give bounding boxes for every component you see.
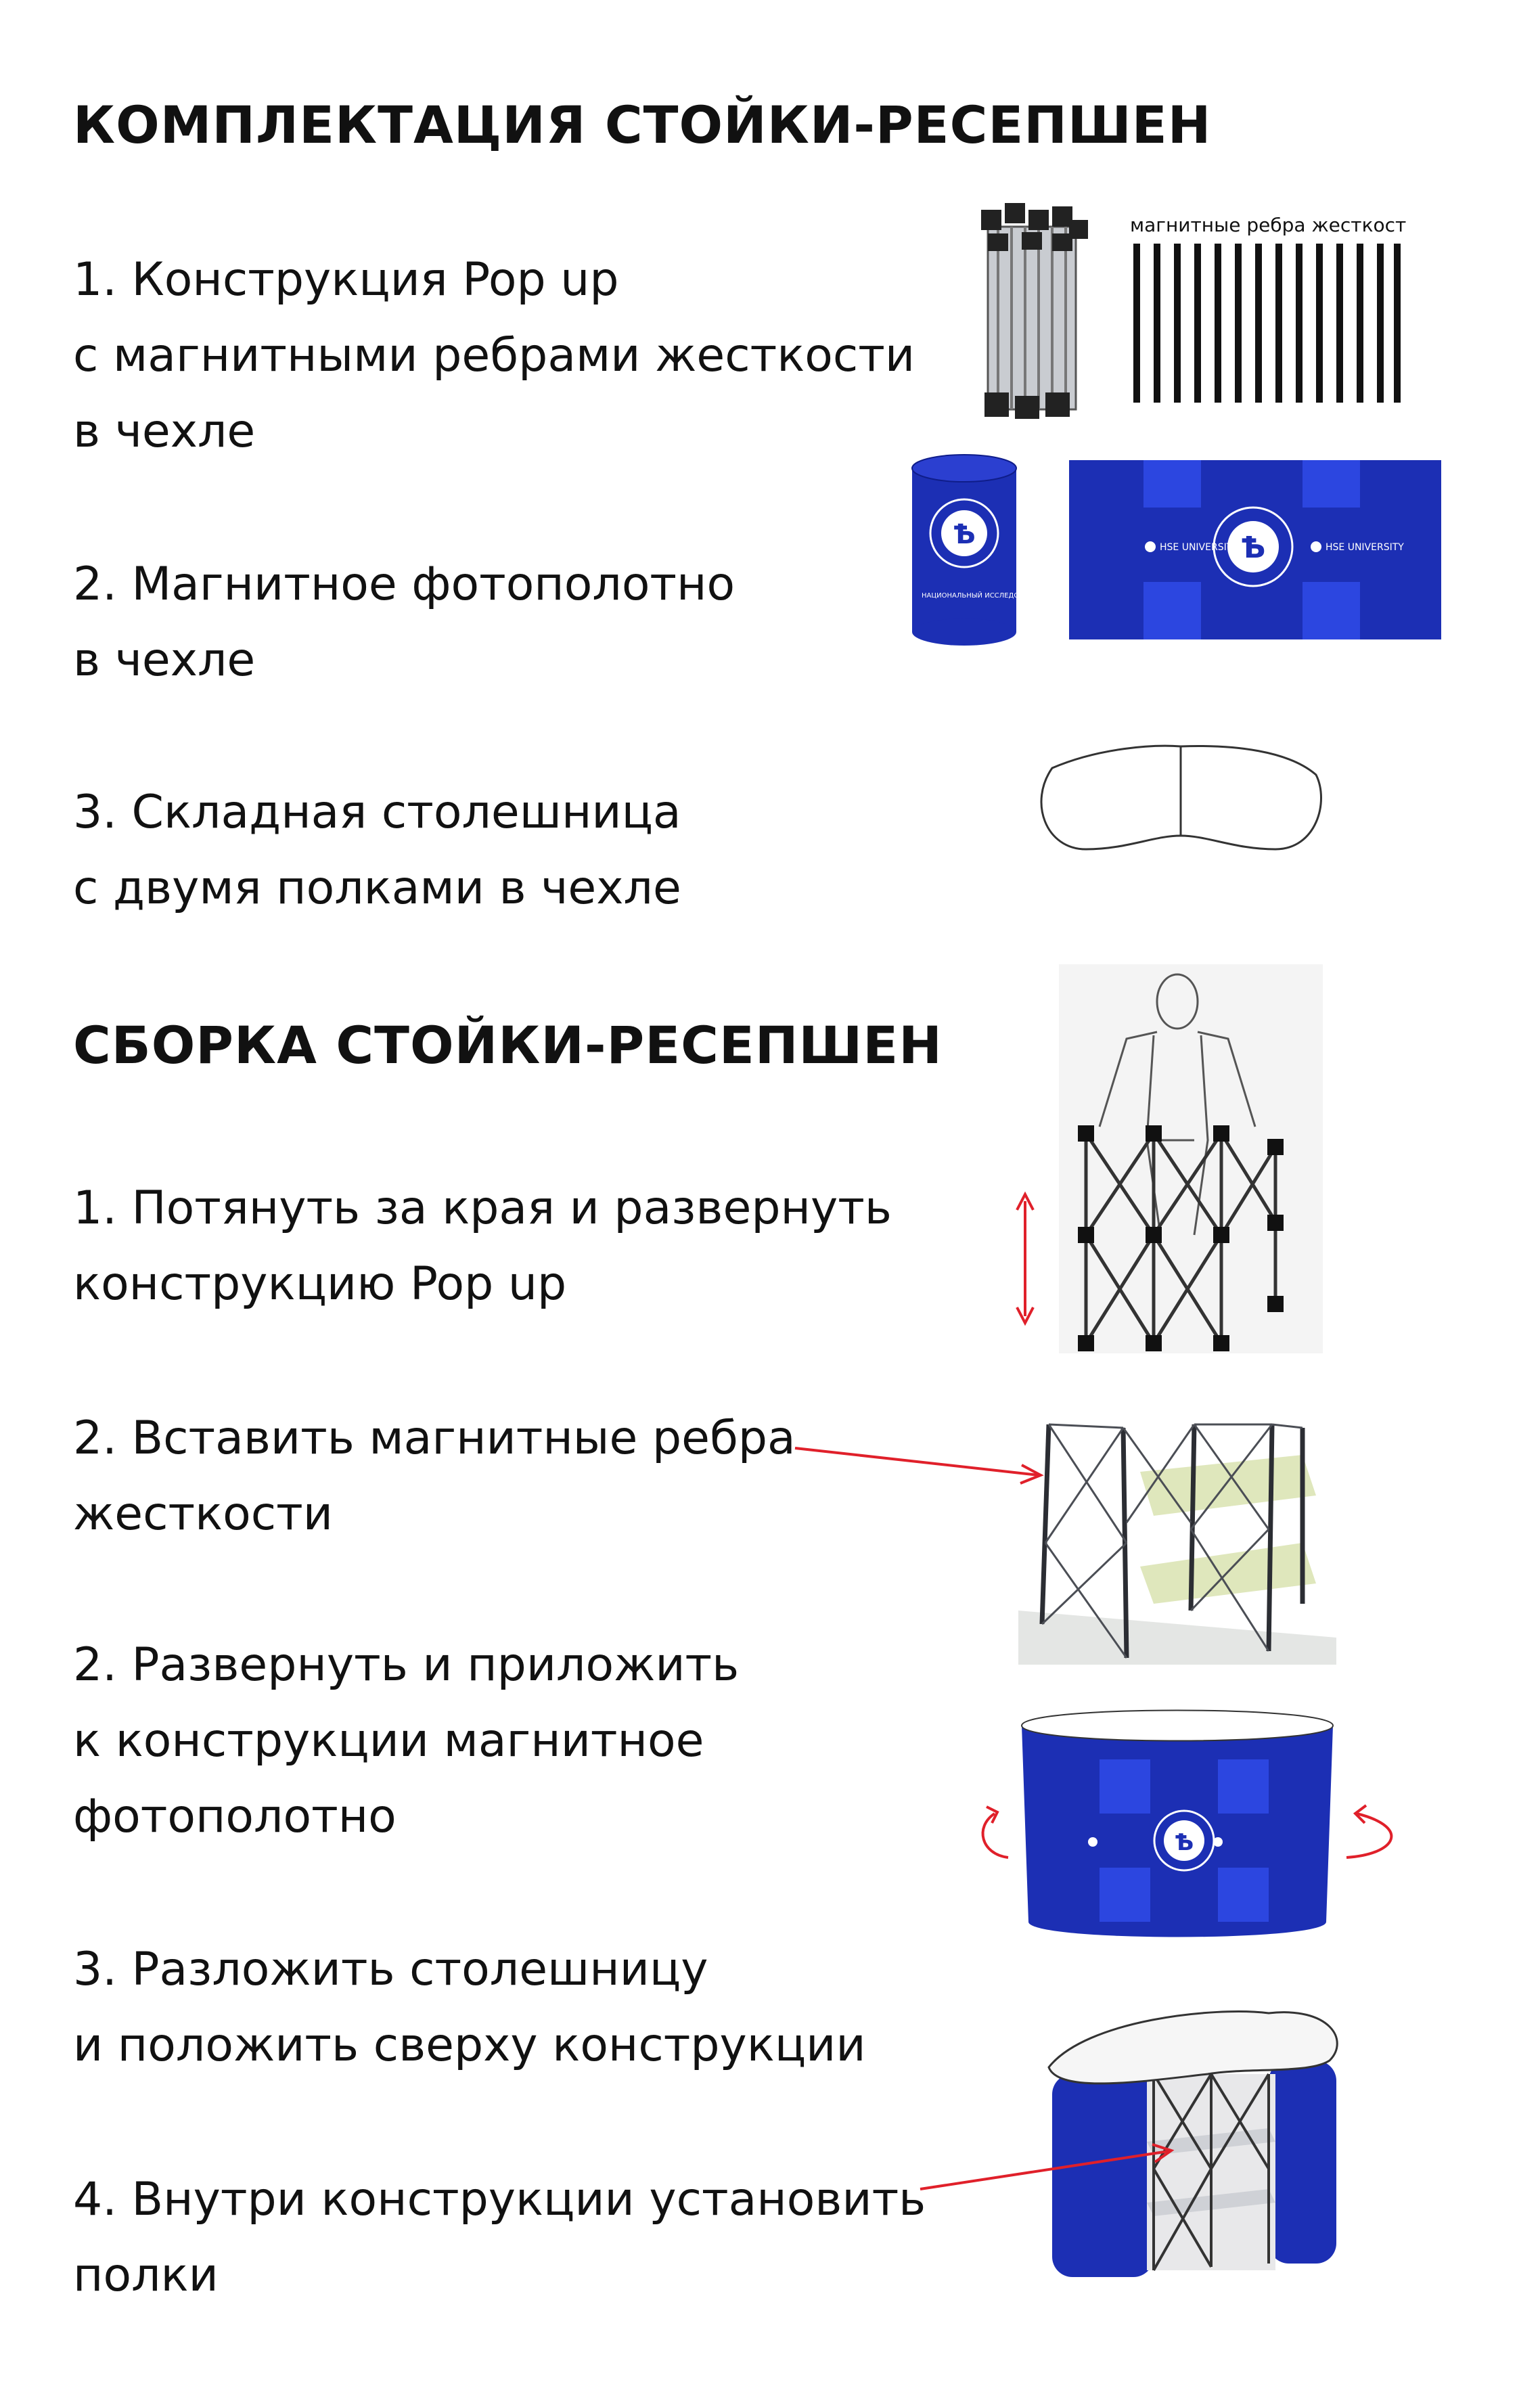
tabletop-outline-image: [1040, 744, 1322, 851]
assembly-step-2: 2. Вставить магнитные ребра жесткости: [73, 1401, 796, 1552]
install-shelves-arrow-icon: [920, 2143, 1175, 2190]
hse-seal-glyph-counter: Ѣ: [1175, 1829, 1194, 1856]
magnetic-ribs-caption: магнитные ребра жесткости: [1130, 214, 1407, 236]
unfolding-frame-image: [1059, 964, 1323, 1353]
assembly-step-3-line-3: фотополотно: [73, 1790, 397, 1843]
kit-item-1-line-1: 1. Конструкция Pop up: [73, 253, 619, 307]
section-title-assembly: СБОРКА СТОЙКИ-РЕСЕПШЕН: [73, 1015, 943, 1075]
assembly-step-1-line-1: 1. Потянуть за края и развернуть: [73, 1181, 892, 1235]
hse-seal-glyph: Ѣ: [953, 519, 976, 550]
assembled-counter-image: [1047, 2010, 1338, 2277]
pull-arrow-icon: [1016, 1191, 1035, 1326]
graphic-case-image: Ѣ НАЦИОНАЛЬНЫЙ ИССЛЕДОВАТЕЛЬСКИЙ УНИВЕРС…: [911, 454, 1022, 646]
assembly-step-5: 4. Внутри конструкции установить полки: [73, 2162, 926, 2314]
kit-item-2-line-2: в чехле: [73, 633, 256, 687]
kit-item-1-line-2: с магнитными ребрами жесткости: [73, 329, 915, 382]
wrapped-counter-image: Ѣ: [1020, 1709, 1334, 1937]
assembly-step-3: 2. Развернуть и приложить к конструкции …: [73, 1627, 739, 1855]
assembly-step-3-line-1: 2. Развернуть и приложить: [73, 1638, 740, 1692]
kit-item-2: 2. Магнитное фотополотно в чехле: [73, 547, 735, 698]
kit-item-3-line-1: 3. Складная столешница: [73, 786, 681, 839]
assembly-step-1-line-2: конструкцию Pop up: [73, 1257, 567, 1311]
insert-ribs-arrow-icon: [794, 1447, 1044, 1485]
hse-seal-glyph-banner: Ѣ: [1241, 531, 1266, 565]
banner-hse-left: HSE UNIVERSITY: [1160, 542, 1238, 553]
case-university-name: НАЦИОНАЛЬНЫЙ ИССЛЕДОВАТЕЛЬСКИЙ УНИВЕРСИТ…: [922, 591, 1022, 600]
assembly-step-5-line-2: полки: [73, 2249, 219, 2302]
assembly-step-1: 1. Потянуть за края и развернуть констру…: [73, 1171, 892, 1322]
assembly-step-3-line-2: к конструкции магнитное: [73, 1714, 704, 1768]
assembly-step-4: 3. Разложить столешницу и положить сверх…: [73, 1932, 866, 2084]
kit-item-2-line-1: 2. Магнитное фотополотно: [73, 558, 735, 611]
frame-with-shelves-image: [1018, 1408, 1336, 1665]
graphic-banner-image: Ѣ HSE UNIVERSITY HSE UNIVERSITY: [1069, 460, 1441, 639]
banner-hse-right: HSE UNIVERSITY: [1326, 542, 1404, 553]
assembly-step-4-line-1: 3. Разложить столешницу: [73, 1943, 708, 1996]
wrap-arrow-left-icon: [981, 1805, 1009, 1859]
assembly-step-4-line-2: и положить сверху конструкции: [73, 2019, 866, 2072]
assembly-step-5-line-1: 4. Внутри конструкции установить: [73, 2173, 926, 2226]
section-title-kit: КОМПЛЕКТАЦИЯ СТОЙКИ-РЕСЕПШЕН: [73, 95, 1212, 155]
kit-item-3-line-2: с двумя полками в чехле: [73, 861, 681, 915]
wrap-arrow-right-icon: [1346, 1804, 1393, 1859]
assembly-step-2-line-1: 2. Вставить магнитные ребра: [73, 1412, 796, 1465]
kit-item-1: 1. Конструкция Pop up с магнитными ребра…: [73, 242, 915, 470]
assembly-step-2-line-2: жесткости: [73, 1487, 333, 1541]
kit-item-1-line-3: в чехле: [73, 405, 256, 458]
folded-popup-frame-image: [981, 203, 1088, 419]
magnetic-ribs-image: магнитные ребра жесткости: [1130, 214, 1407, 403]
kit-item-3: 3. Складная столешница с двумя полками в…: [73, 775, 681, 926]
